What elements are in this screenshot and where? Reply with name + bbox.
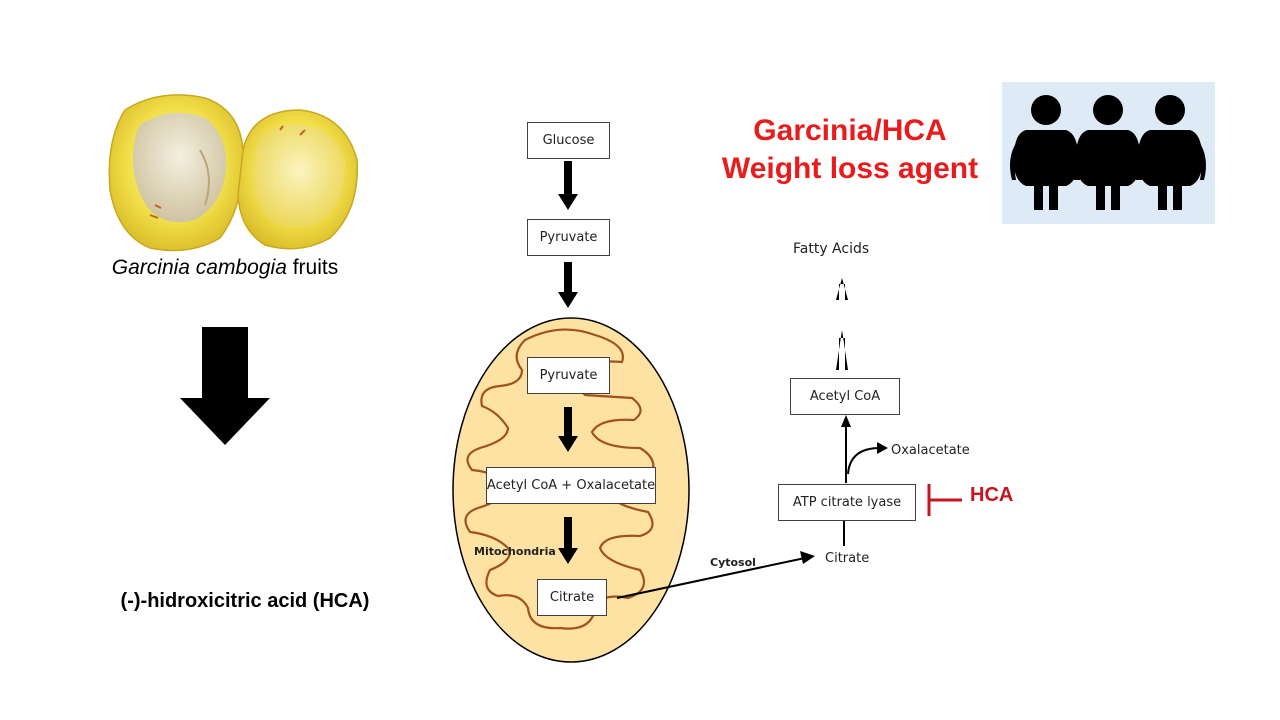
hca-inhibitor-label: HCA [970,484,1014,506]
big-down-arrow [180,327,270,445]
fatty-acids-label: Fatty Acids [793,241,870,257]
mitochondria-label: Mitochondria [474,545,556,558]
pathway-thick-arrows [558,161,848,564]
glucose-box: Glucose [527,122,610,159]
atp-citrate-lyase-box: ATP citrate lyase [778,484,916,521]
page-title: Garcinia/HCA Weight loss agent [690,112,1010,188]
fruit-species-name: Garcinia cambogia [111,256,287,279]
lyase-to-acetylcoa-arrow [841,415,851,483]
pyruvate-inner-box: Pyruvate [527,357,610,394]
title-line-2: Weight loss agent [721,152,979,185]
fruit-caption-suffix: fruits [286,256,339,279]
fruit-caption: Garcinia cambogia fruits [60,256,390,280]
acetyl-coa-box: Acetyl CoA [790,378,900,415]
garcinia-fruit-image [108,94,359,252]
obese-people-icon [1010,95,1206,210]
citrate-outer-label: Citrate [825,551,870,566]
citrate-inner-box: Citrate [537,579,607,616]
oxalacetate-branch-arrow [847,442,888,475]
hca-inhibition-symbol [927,484,962,516]
compound-label: (-)-hidroxicitric acid (HCA) [120,590,370,612]
pyruvate-outer-box: Pyruvate [527,219,610,256]
oxalacetate-label: Oxalacetate [891,443,970,458]
title-line-1: Garcinia/HCA [753,114,947,147]
obese-people-panel [1002,82,1215,224]
acetyl-oxalacetate-box: Acetyl CoA + Oxalacetate [486,467,656,504]
cytosol-label: Cytosol [710,556,756,569]
citrate-export-arrow [616,551,815,599]
